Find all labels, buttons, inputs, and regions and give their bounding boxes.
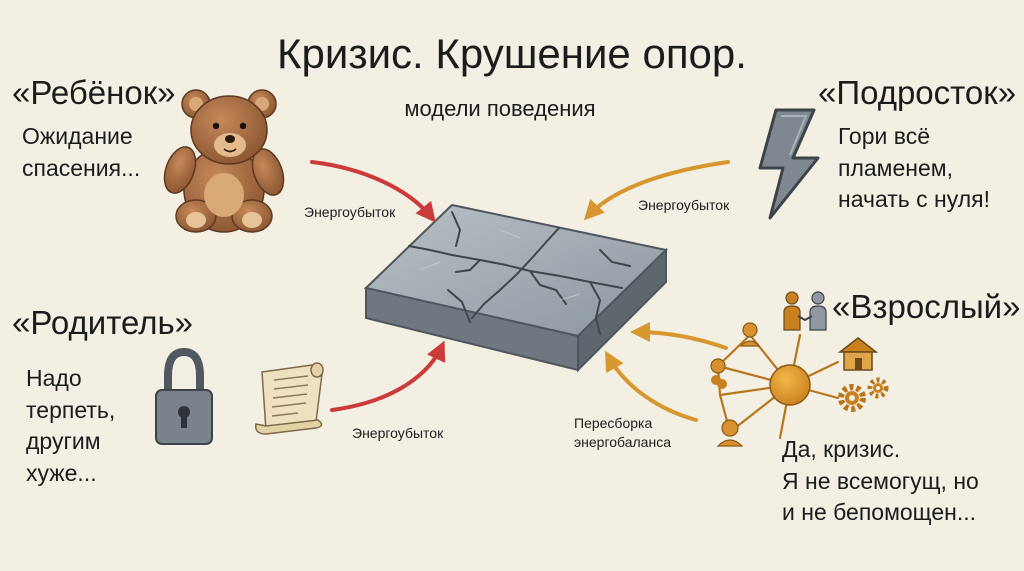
role-adult-desc-line: и не бепомощен... <box>782 499 977 526</box>
parent-arrow-label: Энергоубыток <box>352 425 444 441</box>
page-subtitle: модели поведения <box>404 96 596 121</box>
child-arrow-label: Энергоубыток <box>304 204 396 220</box>
teen-loss-arrow <box>583 160 730 221</box>
role-parent-name: «Родитель» <box>12 304 194 341</box>
teddy-bear-icon <box>163 89 285 233</box>
role-parent-desc-line: терпеть, <box>26 396 116 423</box>
child-loss-arrow <box>310 160 436 223</box>
house-icon <box>837 337 879 371</box>
adult-arrow-label-line: энергобаланса <box>574 433 671 450</box>
role-teen-desc-line: начать с нуля! <box>838 186 991 213</box>
role-teen-desc-line: Гори всё <box>838 123 930 149</box>
role-adult-name: «Взрослый» <box>832 288 1021 325</box>
gears-icon <box>838 377 889 412</box>
role-child-name: «Ребёнок» <box>12 74 176 111</box>
role-parent-desc: Надо терпеть, другим хуже... <box>26 363 115 490</box>
role-parent-desc-line: хуже... <box>26 460 97 487</box>
adult-arrow-label-line: Пересборка <box>574 415 653 431</box>
role-child-desc-line: спасения... <box>22 154 141 181</box>
role-parent-desc-line: другим <box>26 428 101 455</box>
role-adult-desc-line: Да, кризис. <box>782 436 901 462</box>
handshake-icon <box>783 291 827 331</box>
adult-rebuild-arrow-upper <box>630 322 728 350</box>
role-adult-desc: Да, кризис. Я не всемогущ, но и не бепом… <box>782 434 979 529</box>
cracked-slab-icon <box>363 203 669 373</box>
scroll-icon <box>254 362 324 435</box>
role-child-desc-line: Ожидание <box>22 123 133 149</box>
role-teen-desc-line: пламенем, <box>838 154 953 181</box>
role-adult-desc-line: Я не всемогущ, но <box>782 467 979 494</box>
role-teen-desc: Гори всё пламенем, начать с нуля! <box>838 121 990 216</box>
page-title: Кризис. Крушение опор. <box>277 30 747 77</box>
lightning-icon <box>758 108 820 220</box>
role-parent-desc-line: Надо <box>26 365 82 391</box>
role-teen-name: «Подросток» <box>818 74 1017 111</box>
adult-network <box>710 322 840 447</box>
adult-arrow-label: Пересборка энергобаланса <box>574 414 671 452</box>
parent-loss-arrow <box>330 340 446 412</box>
teen-arrow-label: Энергоубыток <box>638 197 730 213</box>
padlock-icon <box>155 347 213 445</box>
role-child-desc: Ожидание спасения... <box>22 121 140 184</box>
adult-rebuild-arrow-lower <box>605 350 698 422</box>
